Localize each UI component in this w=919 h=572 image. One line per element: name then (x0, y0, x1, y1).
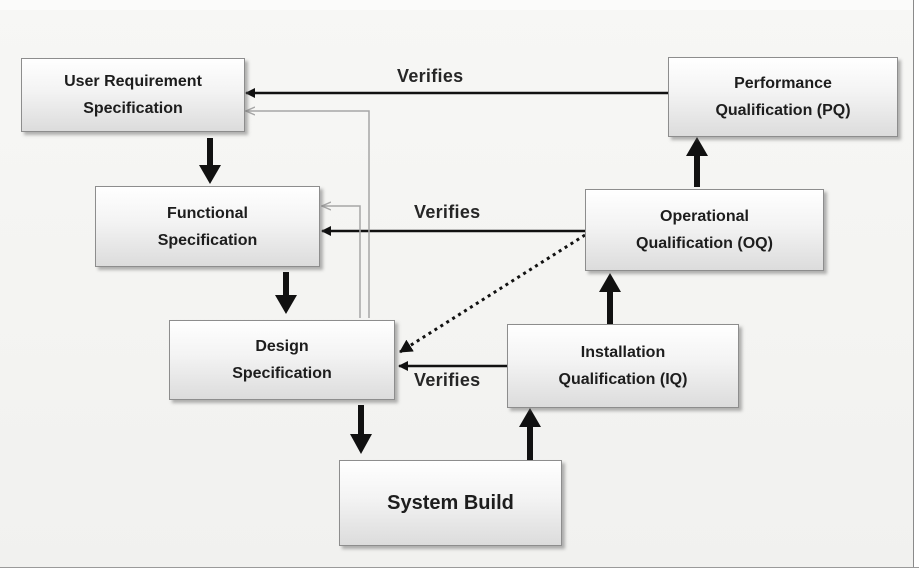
installation-qualification-box: Installation Qualification (IQ) (507, 324, 739, 408)
box-label: User Requirement Specification (64, 73, 202, 117)
box-label: Functional Specification (157, 204, 258, 249)
right-edge-rule (913, 0, 919, 572)
flow-arrow-urs-fs (199, 138, 221, 184)
verifies-label-oq-fs: Verifies (414, 202, 481, 222)
gray-trace-fs-ds (322, 206, 361, 318)
verifies-label-iq-ds: Verifies (414, 370, 481, 390)
user-requirement-specification-box: User Requirement Specification (21, 58, 245, 132)
bottom-edge-rule (0, 567, 919, 572)
flow-arrow-build-iq (519, 408, 541, 461)
system-build-box: System Build (339, 460, 562, 546)
box-label: Performance Qualification (PQ) (715, 75, 851, 119)
top-margin (0, 0, 919, 10)
dotted-arrow-oq-ds (399, 233, 586, 354)
box-label: Design Specification (232, 338, 332, 382)
box-label: System Build (387, 491, 514, 514)
gray-trace-urs-ds (246, 111, 370, 318)
flow-arrow-iq-oq (599, 273, 621, 324)
functional-specification-box: Functional Specification (95, 186, 320, 267)
flow-arrow-ds-build (350, 405, 372, 454)
design-specification-box: Design Specification (169, 320, 395, 400)
performance-qualification-box: Performance Qualification (PQ) (668, 57, 898, 137)
box-label: Installation Qualification (IQ) (558, 344, 688, 388)
verifies-label-pq-urs: Verifies (397, 66, 464, 86)
operational-qualification-box: Operational Qualification (OQ) (585, 189, 824, 271)
flow-arrow-fs-ds (275, 272, 297, 314)
flow-arrow-oq-pq (686, 137, 708, 187)
box-label: Operational Qualification (OQ) (636, 208, 773, 252)
